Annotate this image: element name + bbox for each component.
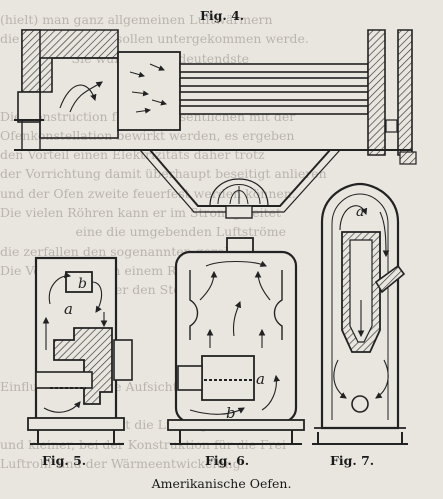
fig6-letter-a: a: [256, 370, 265, 388]
fig5-label: Fig. 5.: [42, 453, 87, 468]
fig6-label: Fig. 6.: [205, 453, 250, 468]
fig5-diagram: b a: [27, 256, 133, 445]
figure-caption: Amerikanische Oefen.: [151, 476, 292, 491]
fig4-diagram: [14, 29, 417, 219]
fig5-letter-b: b: [78, 276, 87, 292]
fig5-letter-a: a: [64, 300, 73, 318]
fig7-diagram: a: [312, 182, 408, 445]
fig7-label: Fig. 7.: [330, 453, 375, 468]
fig7-letter-a: a: [356, 204, 364, 220]
fig6-letter-b: b: [226, 404, 236, 422]
fig6-diagram: a b: [167, 237, 305, 445]
fig4-label: Fig. 4.: [200, 8, 245, 23]
